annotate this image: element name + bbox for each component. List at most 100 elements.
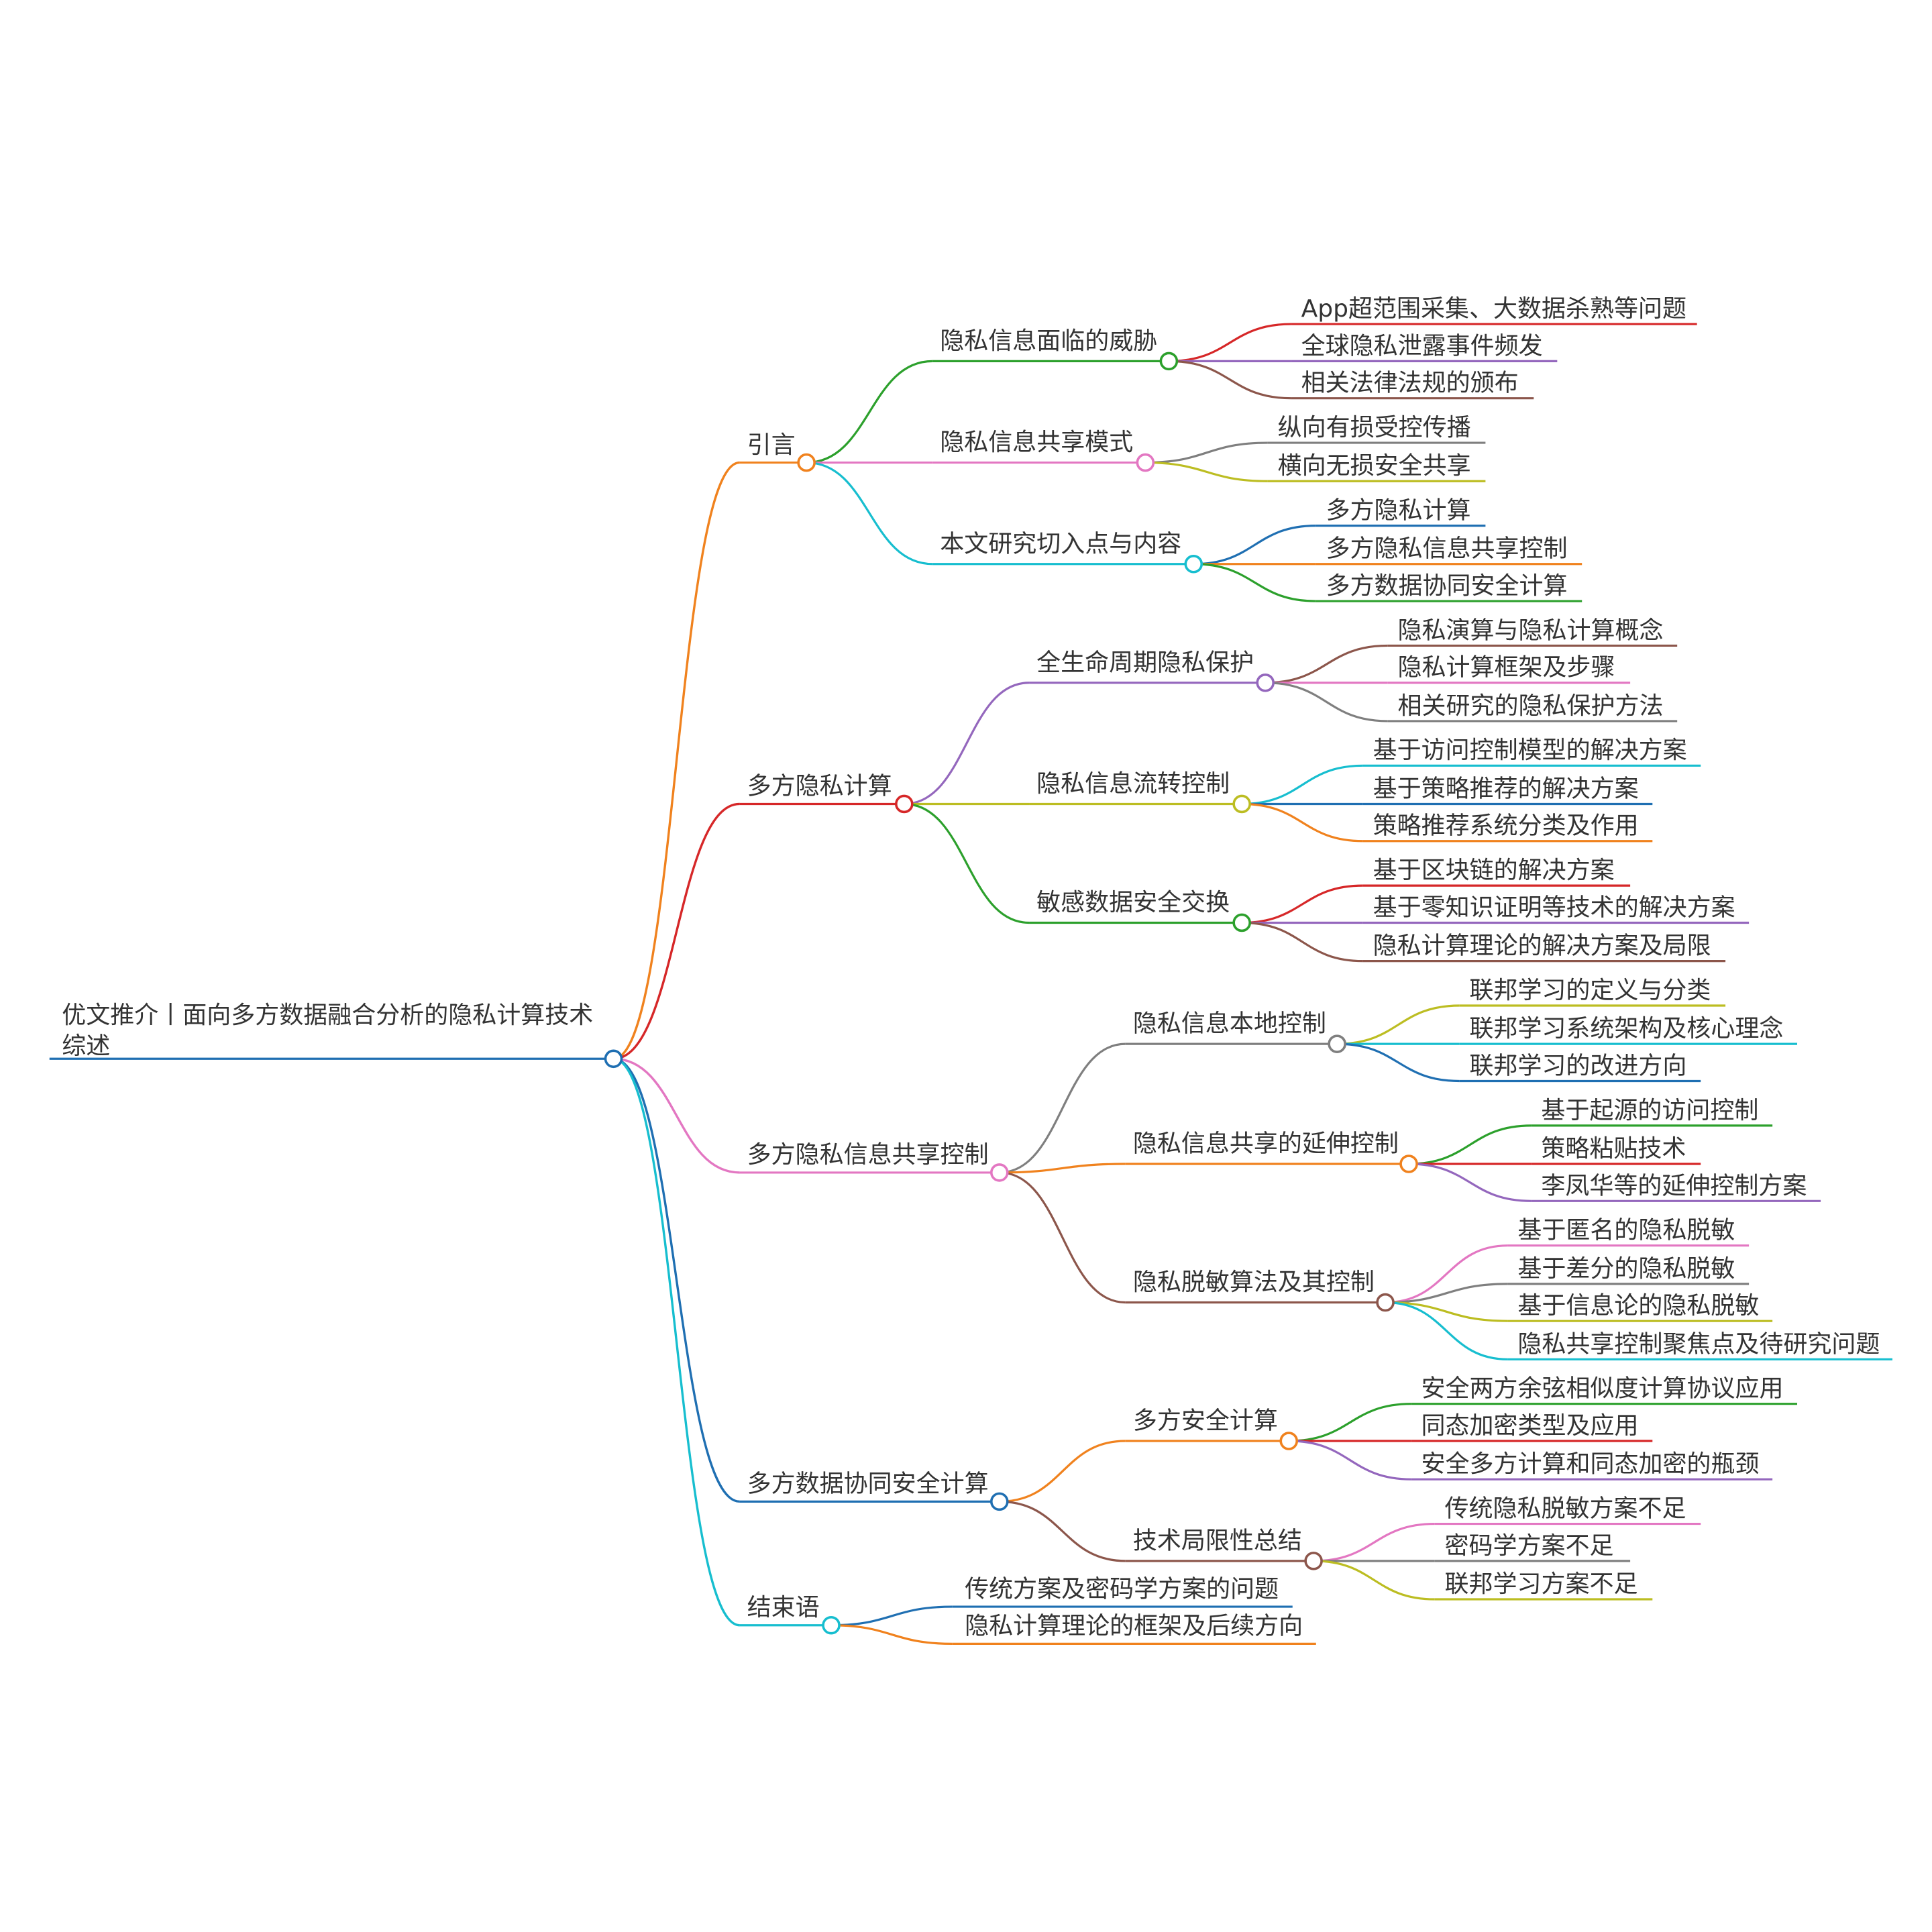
branch-link-1 [613, 461, 740, 1060]
subtopic-label-2-2-1: 基于访问控制模型的解决方案 [1373, 737, 1687, 764]
topic-node-3-3[interactable] [1376, 1293, 1395, 1312]
topic-link-1-1 [806, 360, 933, 464]
topic-link-3-1 [999, 1042, 1126, 1174]
branch-link-4 [613, 1057, 740, 1503]
subtopic-link-3-1-3 [1337, 1042, 1460, 1083]
root-node[interactable] [604, 1049, 623, 1069]
subtopic-link-4-1-1 [1289, 1403, 1411, 1442]
topic-label-2-2: 隐私信息流转控制 [1036, 770, 1230, 798]
subtopic-label-1-2-2: 横向无损安全共享 [1278, 452, 1471, 480]
topic-label-1-3: 本文研究切入点与内容 [940, 530, 1181, 557]
subtopic-label-3-3-1: 基于匿名的隐私脱敏 [1517, 1217, 1735, 1244]
topic-label-1-2: 隐私信息共享模式 [940, 429, 1133, 456]
topic-label-3-3: 隐私脱敏算法及其控制 [1133, 1269, 1375, 1296]
subtopic-label-3-3-4: 隐私共享控制聚焦点及待研究问题 [1517, 1330, 1880, 1358]
topic-link-4-2 [999, 1500, 1126, 1562]
topic-label-2-3: 敏感数据安全交换 [1036, 889, 1230, 916]
subtopic-label-4-1-1: 安全两方余弦相似度计算协议应用 [1421, 1375, 1784, 1403]
subtopic-link-1-3-3 [1193, 563, 1316, 602]
branch-link-5 [613, 1057, 740, 1627]
topic-link-3-3 [999, 1171, 1126, 1304]
topic-label-3-2: 隐私信息共享的延伸控制 [1133, 1130, 1399, 1158]
topic-node-4-2[interactable] [1304, 1552, 1323, 1570]
topic-label-4-2: 技术局限性总结 [1133, 1527, 1302, 1554]
branch-link-2 [613, 802, 740, 1060]
branch-label-2: 多方隐私计算 [747, 773, 892, 800]
subtopic-label-1-3-2: 多方隐私信息共享控制 [1326, 535, 1568, 563]
subtopic-link-2-2-3 [1242, 802, 1363, 843]
branch-node-4[interactable] [989, 1492, 1009, 1511]
topic-label-5-1: 传统方案及密码学方案的问题 [965, 1575, 1279, 1603]
root-title-line: 综述 [62, 1032, 110, 1060]
topic-link-2-1 [904, 682, 1030, 806]
mindmap-labels: 优文推介丨面向多方数据融合分析的隐私计算技术综述引言隐私信息面临的威胁App超范… [62, 295, 1880, 1640]
subtopic-link-1-3-1 [1193, 525, 1316, 566]
subtopic-label-3-1-3: 联邦学习的改进方向 [1469, 1052, 1686, 1079]
subtopic-label-2-3-1: 基于区块链的解决方案 [1373, 857, 1615, 884]
branch-label-3: 多方隐私信息共享控制 [747, 1141, 989, 1169]
subtopic-label-1-1-3: 相关法律法规的颁布 [1301, 370, 1519, 397]
subtopic-label-2-1-1: 隐私演算与隐私计算概念 [1397, 616, 1663, 644]
root-title-line: 优文推介丨面向多方数据融合分析的隐私计算技术 [62, 1002, 593, 1029]
topic-node-1-2[interactable] [1136, 453, 1155, 472]
subtopic-link-1-1-3 [1169, 360, 1291, 400]
subtopic-label-3-2-1: 基于起源的访问控制 [1541, 1097, 1758, 1124]
subtopic-link-2-3-3 [1242, 921, 1363, 963]
subtopic-label-2-2-2: 基于策略推荐的解决方案 [1373, 775, 1639, 802]
subtopic-label-2-3-3: 隐私计算理论的解决方案及局限 [1373, 932, 1711, 960]
subtopic-link-4-2-3 [1313, 1560, 1435, 1601]
topic-node-2-1[interactable] [1256, 673, 1275, 692]
subtopic-link-3-1-1 [1337, 1004, 1460, 1045]
topic-link-4-1 [999, 1440, 1126, 1503]
subtopic-link-1-2-1 [1145, 441, 1268, 464]
subtopic-label-1-2-1: 纵向有损受控传播 [1278, 414, 1471, 441]
topic-node-3-2[interactable] [1399, 1155, 1418, 1173]
topic-link-5-2 [831, 1624, 953, 1645]
topic-label-1-1: 隐私信息面临的威胁 [940, 327, 1157, 355]
subtopic-label-2-1-2: 隐私计算框架及步骤 [1397, 654, 1615, 682]
topic-link-5-1 [831, 1605, 953, 1627]
subtopic-link-3-2-1 [1409, 1124, 1532, 1165]
subtopic-label-4-2-3: 联邦学习方案不足 [1445, 1570, 1638, 1598]
subtopic-link-2-1-1 [1265, 644, 1388, 684]
subtopic-link-2-2-1 [1242, 764, 1363, 806]
subtopic-link-1-2-2 [1145, 461, 1268, 482]
topic-node-3-1[interactable] [1328, 1034, 1346, 1053]
branch-node-1[interactable] [797, 453, 816, 472]
subtopic-link-1-1-1 [1169, 323, 1291, 362]
mindmap-nodes [604, 352, 1418, 1635]
topic-label-2-1: 全生命周期隐私保护 [1036, 649, 1254, 676]
topic-link-2-3 [904, 802, 1030, 924]
subtopic-label-4-1-2: 同态加密类型及应用 [1421, 1412, 1639, 1440]
topic-label-4-1: 多方安全计算 [1133, 1407, 1278, 1435]
topic-node-1-1[interactable] [1159, 352, 1179, 371]
branch-node-3[interactable] [989, 1163, 1009, 1182]
topic-label-5-2: 隐私计算理论的框架及后续方向 [965, 1613, 1303, 1640]
subtopic-link-3-3-4 [1385, 1301, 1508, 1360]
topic-node-2-3[interactable] [1232, 913, 1251, 932]
subtopic-label-2-3-2: 基于零知识证明等技术的解决方案 [1373, 894, 1735, 921]
topic-node-1-3[interactable] [1184, 554, 1203, 574]
branch-label-1: 引言 [747, 431, 796, 459]
subtopic-label-3-3-2: 基于差分的隐私脱敏 [1517, 1255, 1735, 1283]
subtopic-link-3-3-1 [1385, 1244, 1508, 1304]
branch-label-4: 多方数据协同安全计算 [747, 1470, 989, 1498]
branch-label-5: 结束语 [747, 1594, 820, 1621]
subtopic-label-3-3-3: 基于信息论的隐私脱敏 [1517, 1292, 1759, 1320]
topic-label-3-1: 隐私信息本地控制 [1133, 1010, 1326, 1038]
topic-node-4-1[interactable] [1279, 1432, 1299, 1450]
subtopic-label-3-2-2: 策略粘贴技术 [1541, 1135, 1686, 1163]
subtopic-label-3-1-1: 联邦学习的定义与分类 [1469, 977, 1711, 1004]
topic-link-3-2 [999, 1163, 1126, 1174]
subtopic-link-2-3-1 [1242, 884, 1363, 924]
subtopic-label-1-1-2: 全球隐私泄露事件频发 [1301, 332, 1543, 360]
subtopic-label-2-1-3: 相关研究的隐私保护方法 [1397, 692, 1663, 720]
branch-node-2[interactable] [895, 794, 914, 814]
subtopic-link-4-1-3 [1289, 1440, 1411, 1481]
subtopic-link-3-3-3 [1385, 1301, 1508, 1322]
branch-node-5[interactable] [822, 1615, 841, 1635]
subtopic-link-3-2-3 [1409, 1163, 1532, 1202]
subtopic-label-1-3-3: 多方数据协同安全计算 [1326, 572, 1568, 600]
topic-node-2-2[interactable] [1232, 794, 1251, 814]
